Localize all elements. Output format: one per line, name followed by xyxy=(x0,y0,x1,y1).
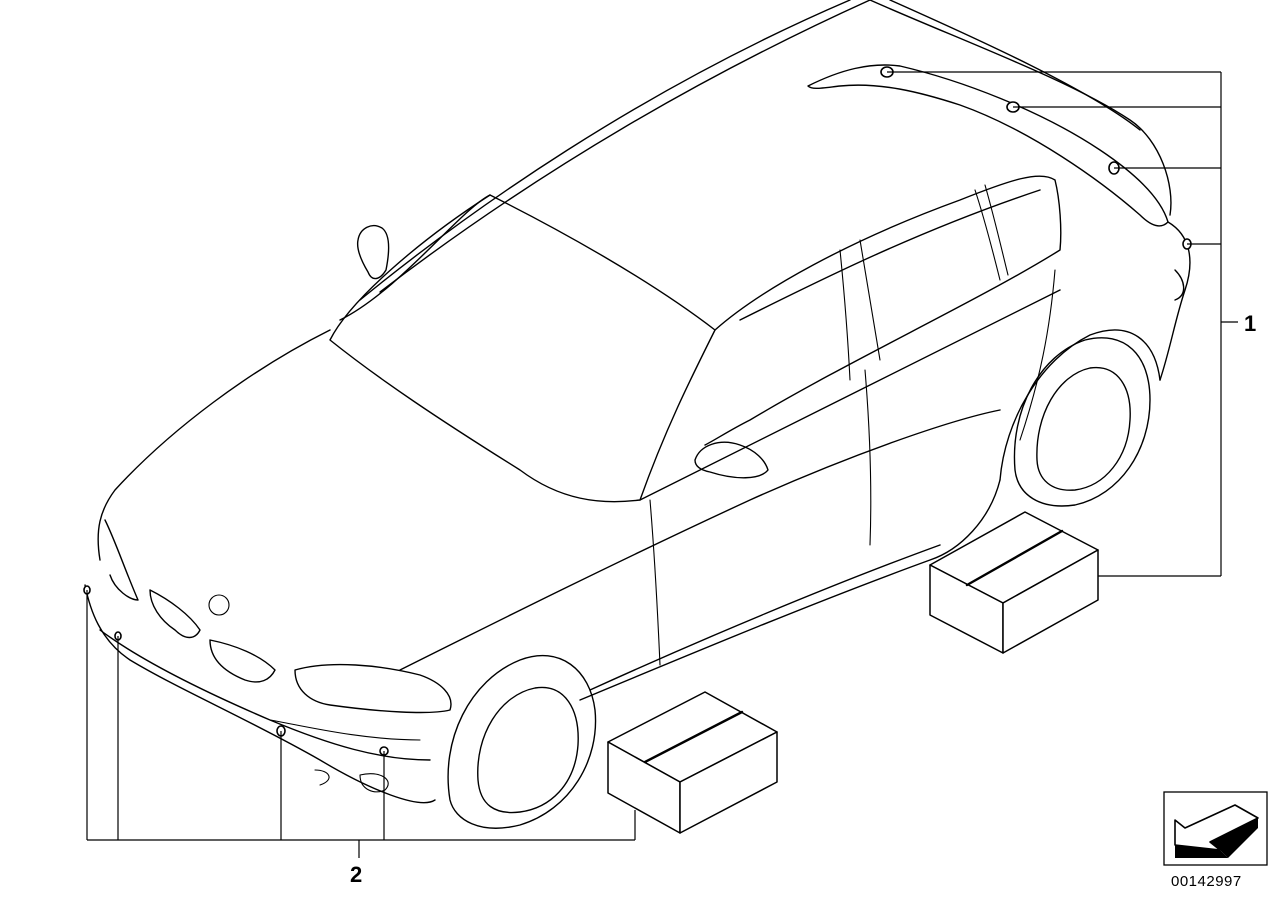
car-body-outline xyxy=(84,0,1191,829)
leader-lines-group-2 xyxy=(86,590,636,858)
front-kit-box xyxy=(607,691,778,834)
callout-1: 1 xyxy=(1244,311,1256,336)
leader-lines-group-1 xyxy=(887,71,1238,577)
front-sensors xyxy=(83,585,389,756)
callout-2: 2 xyxy=(350,862,362,887)
rear-kit-box xyxy=(929,511,1099,654)
arrow-icon xyxy=(1163,791,1268,866)
document-number: 00142997 xyxy=(1171,873,1242,890)
rear-sensors xyxy=(880,66,1192,250)
